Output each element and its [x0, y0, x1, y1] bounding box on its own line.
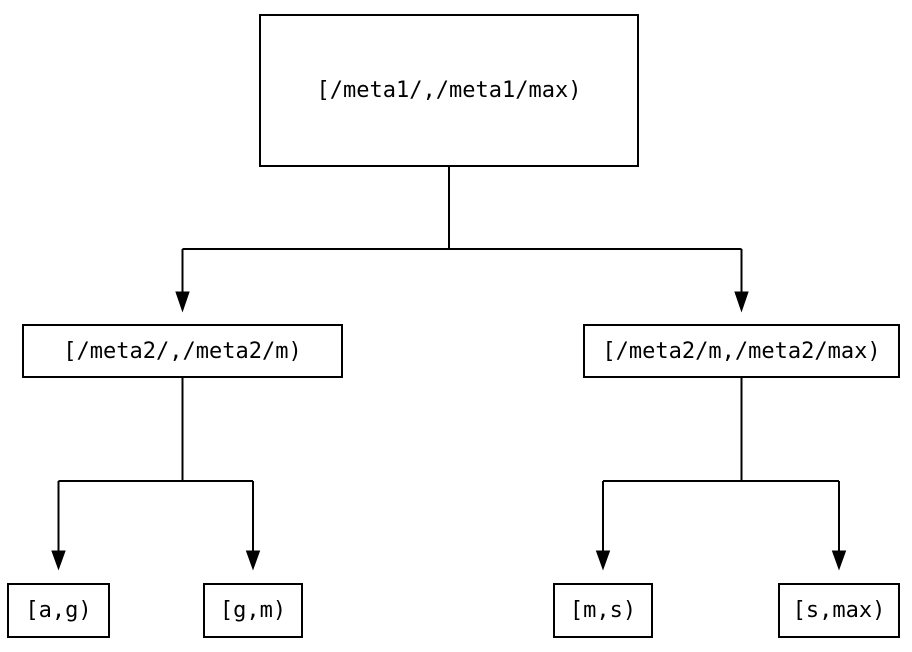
branch-node-left: [/meta2/,/meta2/m) — [22, 324, 343, 378]
root-node: [/meta1/,/meta1/max) — [259, 14, 639, 167]
arrow-down-icon — [734, 291, 749, 313]
edge-line — [57, 378, 254, 552]
edge-right-to-leaves — [595, 378, 847, 571]
branch-node-right-label: [/meta2/m,/meta2/max) — [602, 338, 881, 364]
leaf-node-smax: [s,max) — [778, 583, 900, 638]
edge-line — [181, 167, 743, 293]
arrow-down-icon — [175, 291, 190, 313]
leaf-node-gm-label: [g,m) — [219, 598, 287, 623]
leaf-node-smax-label: [s,max) — [792, 598, 886, 623]
arrow-down-icon — [245, 550, 261, 571]
arrow-down-icon — [831, 550, 847, 571]
branch-node-right: [/meta2/m,/meta2/max) — [583, 324, 900, 378]
edge-line — [602, 378, 840, 552]
branch-node-left-label: [/meta2/,/meta2/m) — [63, 338, 302, 364]
leaf-node-ms: [m,s) — [553, 583, 653, 638]
leaf-node-ms-label: [m,s) — [569, 598, 637, 623]
arrow-down-icon — [51, 550, 66, 571]
edge-left-to-leaves — [51, 378, 261, 571]
leaf-node-ag-label: [a,g) — [25, 598, 92, 623]
arrow-down-icon — [595, 550, 611, 571]
leaf-node-ag: [a,g) — [7, 583, 110, 638]
edge-root-to-children — [175, 167, 749, 313]
leaf-node-gm: [g,m) — [203, 583, 303, 638]
root-node-label: [/meta1/,/meta1/max) — [316, 78, 582, 103]
